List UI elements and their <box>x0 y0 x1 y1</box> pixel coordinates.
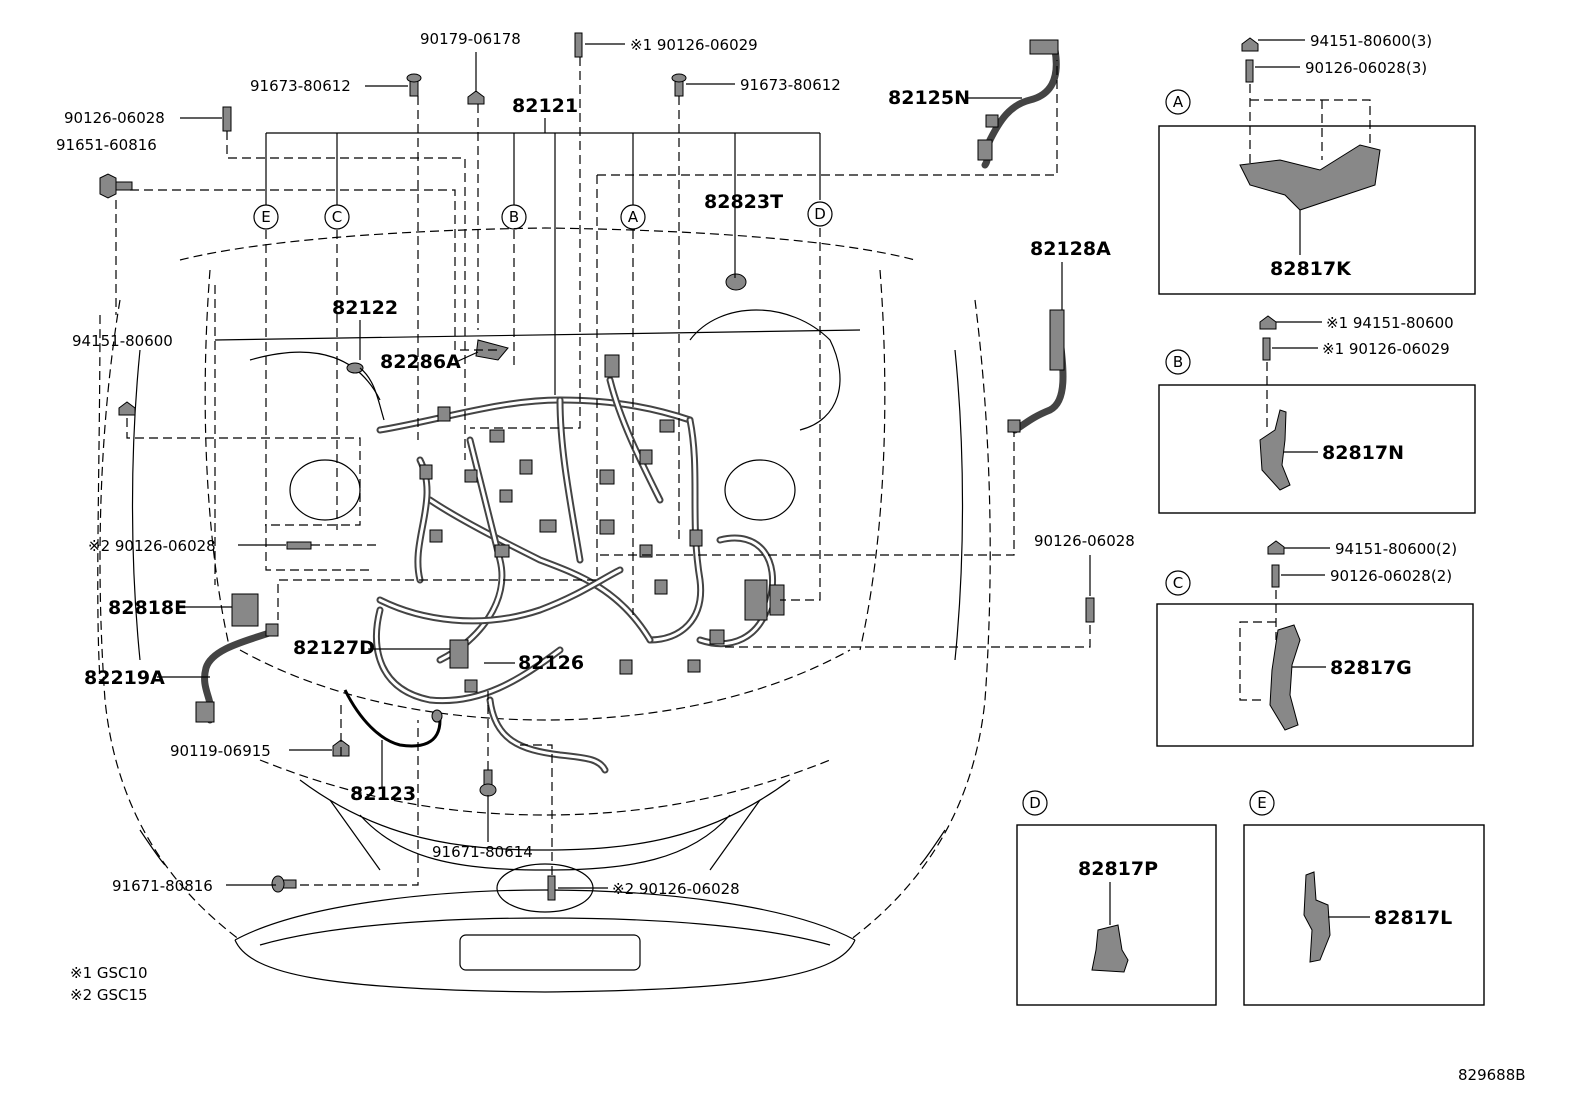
nut-90179-06178 <box>467 90 485 105</box>
stud-90126-06029 <box>574 32 583 58</box>
inset-D-letter: D <box>1029 794 1041 812</box>
inset-C-fastener2: 90126-06028(2) <box>1330 567 1452 585</box>
wire-82123 <box>343 689 442 748</box>
stud-icon <box>1262 337 1271 361</box>
inset-A-fastener2: 90126-06028(3) <box>1305 59 1427 77</box>
inset-C-part: 82817G <box>1330 657 1412 679</box>
svg-text:A: A <box>628 208 639 226</box>
svg-text:E: E <box>261 208 270 226</box>
label-94151-80600: 94151-80600 <box>72 332 173 350</box>
leader-lines <box>157 43 1091 889</box>
label-90126-06028-topleft: 90126-06028 <box>64 109 165 127</box>
label-91673-80612-right: 91673-80612 <box>740 76 841 94</box>
bracket-82817L <box>1303 871 1331 963</box>
grommet-82823T <box>725 273 747 291</box>
dashed-reference-lines <box>97 57 1091 886</box>
stud-90126-06028-bottom <box>547 875 556 901</box>
label-82127D: 82127D <box>293 637 375 659</box>
inset-B-part: 82817N <box>1322 442 1404 464</box>
inset-B-fastener1: ※1 94151-80600 <box>1326 314 1454 332</box>
diagram-id: 829688B <box>1458 1066 1526 1084</box>
label-91651-60816: 91651-60816 <box>56 136 157 154</box>
note-2: ※2 GSC15 <box>70 986 148 1004</box>
bracket-82817K <box>1239 144 1381 211</box>
label-82121: 82121 <box>512 95 578 117</box>
inset-B-letter: B <box>1173 353 1183 371</box>
inset-A: A 94151-80600(3) 90126-06028(3) 82817K <box>1158 32 1476 295</box>
part-labels: 90179-06178 ※1 90126-06029 91673-80612 9… <box>56 30 1135 898</box>
clip-82122 <box>346 362 364 374</box>
label-82125N: 82125N <box>888 87 970 109</box>
label-82286A: 82286A <box>380 351 461 373</box>
label-90119-06915: 90119-06915 <box>170 742 271 760</box>
relay-block-82818E <box>231 593 259 627</box>
callout-A: A <box>620 204 646 230</box>
label-91673-80612-left: 91673-80612 <box>250 77 351 95</box>
label-82128A: 82128A <box>1030 238 1111 260</box>
callout-C: C <box>324 204 350 230</box>
stud-icon <box>1245 59 1254 83</box>
inset-E-part: 82817L <box>1374 907 1452 929</box>
label-82818E: 82818E <box>108 597 187 619</box>
nut-icon <box>1241 37 1259 52</box>
label-82126: 82126 <box>518 652 584 674</box>
fasteners <box>99 32 1095 901</box>
label-90126-06029-top: ※1 90126-06029 <box>630 36 758 54</box>
label-82219A: 82219A <box>84 667 165 689</box>
inset-A-letter: A <box>1173 93 1184 111</box>
label-82123: 82123 <box>350 783 416 805</box>
main-callouts: E C B A D <box>253 201 833 230</box>
nut-icon <box>1267 540 1285 555</box>
callout-B: B <box>501 204 527 230</box>
svg-text:D: D <box>814 205 826 223</box>
label-82823T: 82823T <box>704 191 783 213</box>
sub-harness-82219A <box>201 628 276 724</box>
sub-harness-82125N <box>981 46 1060 169</box>
callout-D: D <box>807 201 833 227</box>
bracket-82817N <box>1259 409 1291 491</box>
label-90179-06178: 90179-06178 <box>420 30 521 48</box>
svg-text:C: C <box>332 208 342 226</box>
note-1: ※1 GSC10 <box>70 964 148 982</box>
label-91671-80816: 91671-80816 <box>112 877 213 895</box>
inset-A-fastener1: 94151-80600(3) <box>1310 32 1432 50</box>
callout-E: E <box>253 204 279 230</box>
stud-90126-06028-topleft <box>222 106 232 132</box>
label-82122: 82122 <box>332 297 398 319</box>
small-components <box>195 39 1067 774</box>
svg-text:B: B <box>509 208 519 226</box>
bracket-82817P <box>1091 924 1129 973</box>
inset-E-letter: E <box>1257 794 1266 812</box>
bracket-82817G <box>1269 624 1301 731</box>
inset-C-fastener1: 94151-80600(2) <box>1335 540 1457 558</box>
stud-icon <box>1271 564 1280 588</box>
label-91671-80614: 91671-80614 <box>432 843 533 861</box>
footnotes: ※1 GSC10 ※2 GSC15 829688B <box>70 964 1526 1084</box>
inset-B: B ※1 94151-80600 ※1 90126-06029 82817N <box>1158 314 1476 514</box>
label-90126-06028-mid: ※2 90126-06028 <box>88 537 216 555</box>
nut-icon <box>1259 315 1277 330</box>
label-90126-06028-bottom: ※2 90126-06028 <box>612 880 740 898</box>
stud-90126-06028-mid <box>286 541 312 550</box>
inset-C: C 94151-80600(2) 90126-06028(2) 82817G <box>1156 540 1474 747</box>
label-90126-06028-right: 90126-06028 <box>1034 532 1135 550</box>
inset-C-letter: C <box>1173 574 1183 592</box>
inset-E: E 82817L <box>1243 790 1485 1006</box>
inset-D-part: 82817P <box>1078 858 1158 880</box>
stud-90126-06028-right <box>1085 597 1095 623</box>
vehicle-body-outline <box>99 227 991 993</box>
engine-wire-harness <box>373 354 785 705</box>
inset-D: D 82817P <box>1016 790 1217 1006</box>
nut-94151-80600 <box>118 401 136 416</box>
inset-A-part: 82817K <box>1270 258 1352 280</box>
inset-B-fastener2: ※1 90126-06029 <box>1322 340 1450 358</box>
